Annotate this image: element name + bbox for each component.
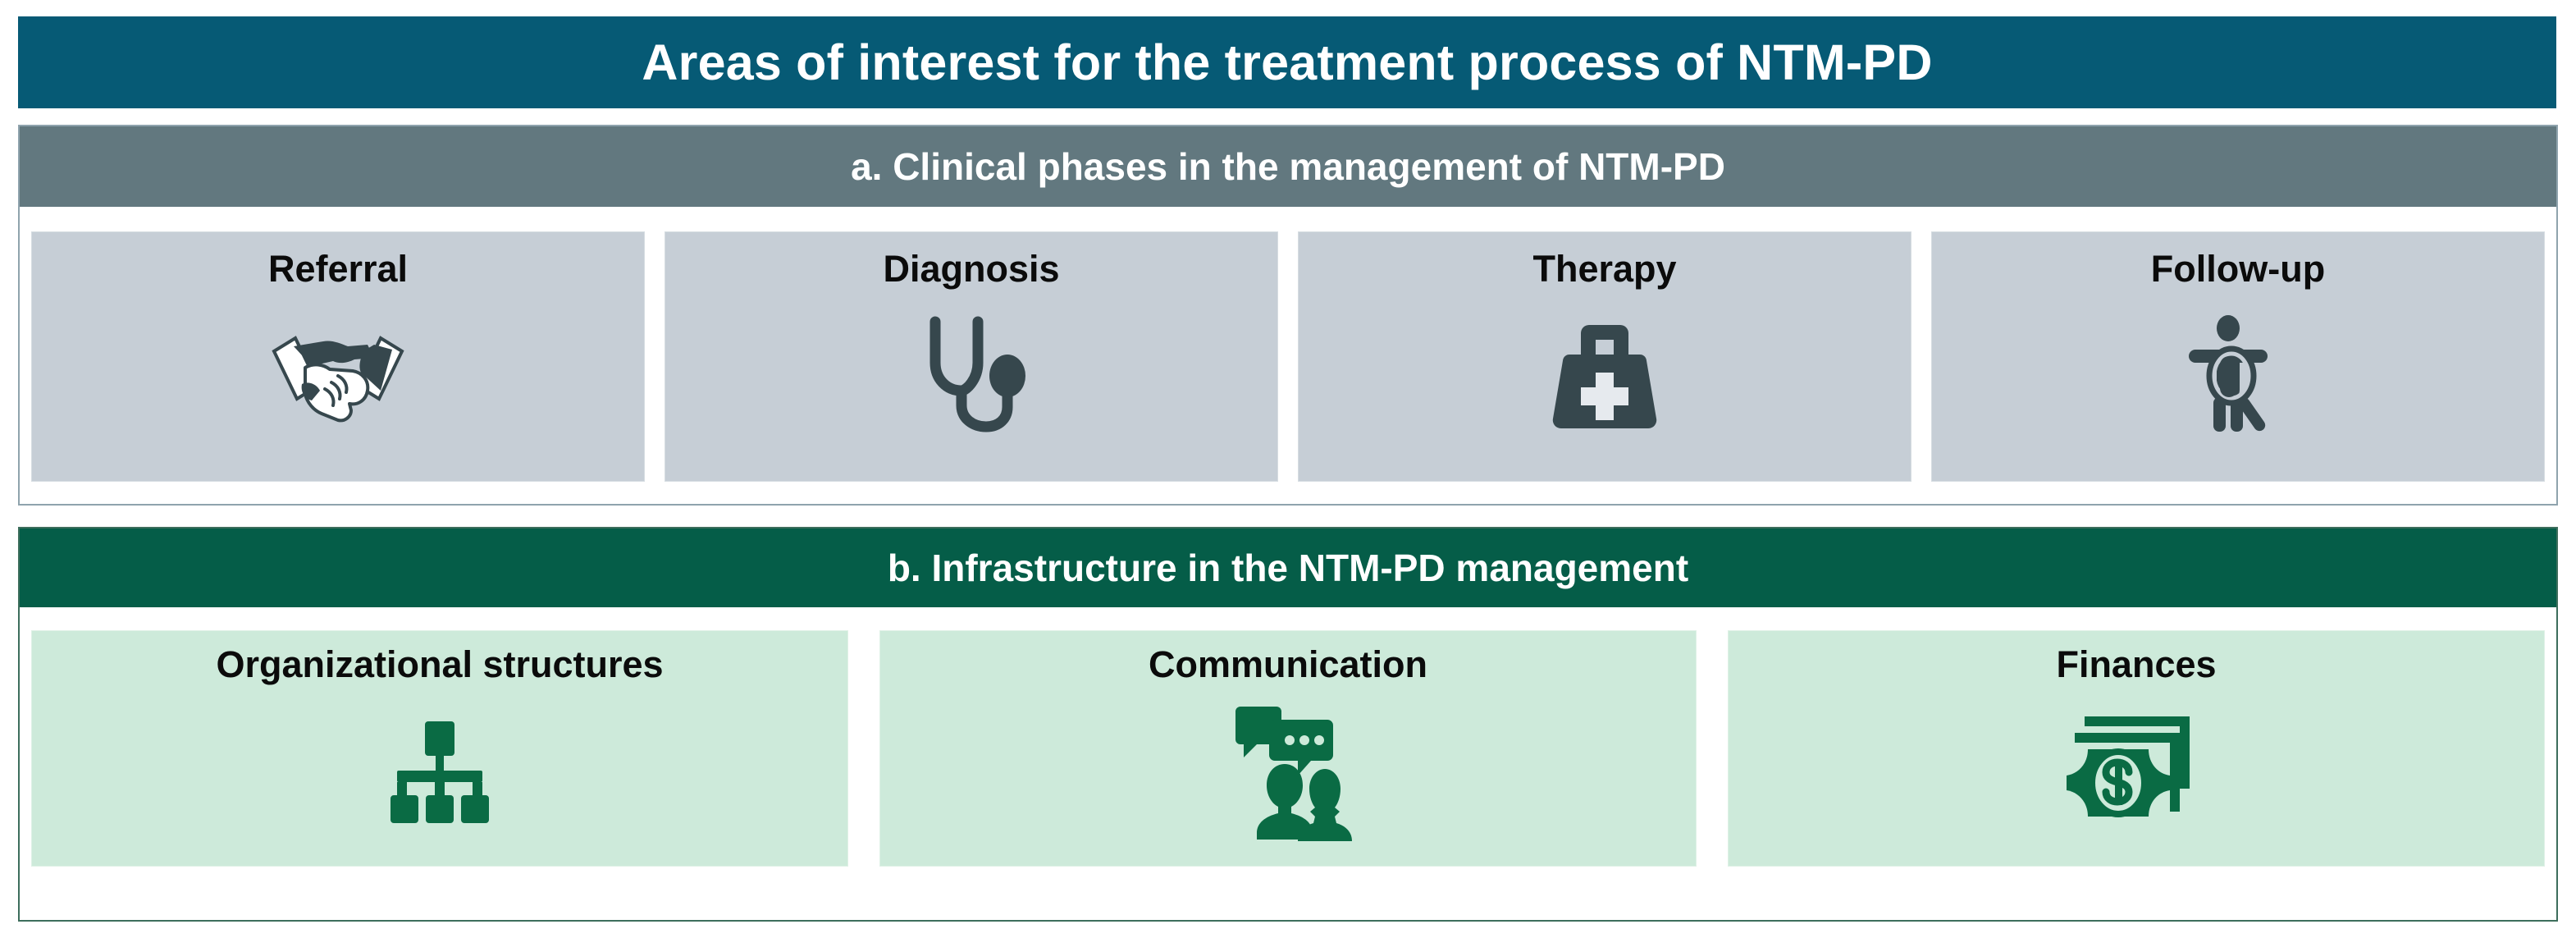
card-diagnosis[interactable]: Diagnosis	[665, 231, 1278, 482]
panel-a-header-label: a. Clinical phases in the management of …	[851, 145, 1725, 188]
card-organizational-structures-icon-wrap	[32, 683, 847, 866]
figure-title-bar: Areas of interest for the treatment proc…	[18, 16, 2556, 108]
card-therapy-icon-wrap	[1299, 287, 1911, 481]
panel-a-header: a. Clinical phases in the management of …	[20, 126, 2556, 207]
card-referral-label: Referral	[267, 248, 409, 290]
banknotes-dollar-icon	[2067, 715, 2206, 830]
stethoscope-icon	[916, 315, 1027, 437]
card-follow-up-label: Follow-up	[2150, 248, 2326, 290]
card-communication[interactable]: Communication	[879, 630, 1697, 867]
panel-infrastructure: b. Infrastructure in the NTM-PD manageme…	[18, 527, 2558, 922]
card-communication-label: Communication	[1148, 643, 1427, 685]
card-therapy[interactable]: Therapy	[1298, 231, 1911, 482]
card-referral-icon-wrap	[32, 287, 644, 481]
card-finances[interactable]: Finances	[1728, 630, 2545, 867]
card-referral[interactable]: Referral	[31, 231, 645, 482]
card-communication-icon-wrap	[880, 683, 1696, 866]
card-organizational-structures[interactable]: Organizational structures	[31, 630, 848, 867]
card-follow-up-icon-wrap	[1932, 287, 2544, 481]
card-finances-label: Finances	[2056, 643, 2217, 685]
card-therapy-label: Therapy	[1532, 248, 1677, 290]
panel-b-header-label: b. Infrastructure in the NTM-PD manageme…	[887, 547, 1689, 589]
panel-a-card-row: Referral	[20, 212, 2556, 501]
page-title: Areas of interest for the treatment proc…	[642, 34, 1933, 90]
card-diagnosis-icon-wrap	[665, 287, 1277, 481]
panel-b-card-row: Organizational structures	[20, 612, 2556, 920]
org-chart-icon	[377, 721, 502, 823]
card-organizational-structures-label: Organizational structures	[216, 643, 664, 685]
people-speech-bubbles-icon	[1224, 703, 1352, 841]
card-follow-up[interactable]: Follow-up	[1931, 231, 2545, 482]
person-magnifier-icon	[2181, 315, 2295, 437]
panel-b-header: b. Infrastructure in the NTM-PD manageme…	[20, 528, 2556, 607]
handshake-icon	[269, 322, 407, 430]
medical-bag-icon	[1545, 322, 1665, 430]
card-finances-icon-wrap	[1729, 683, 2544, 866]
panel-clinical-phases: a. Clinical phases in the management of …	[18, 125, 2558, 506]
card-diagnosis-label: Diagnosis	[883, 248, 1060, 290]
